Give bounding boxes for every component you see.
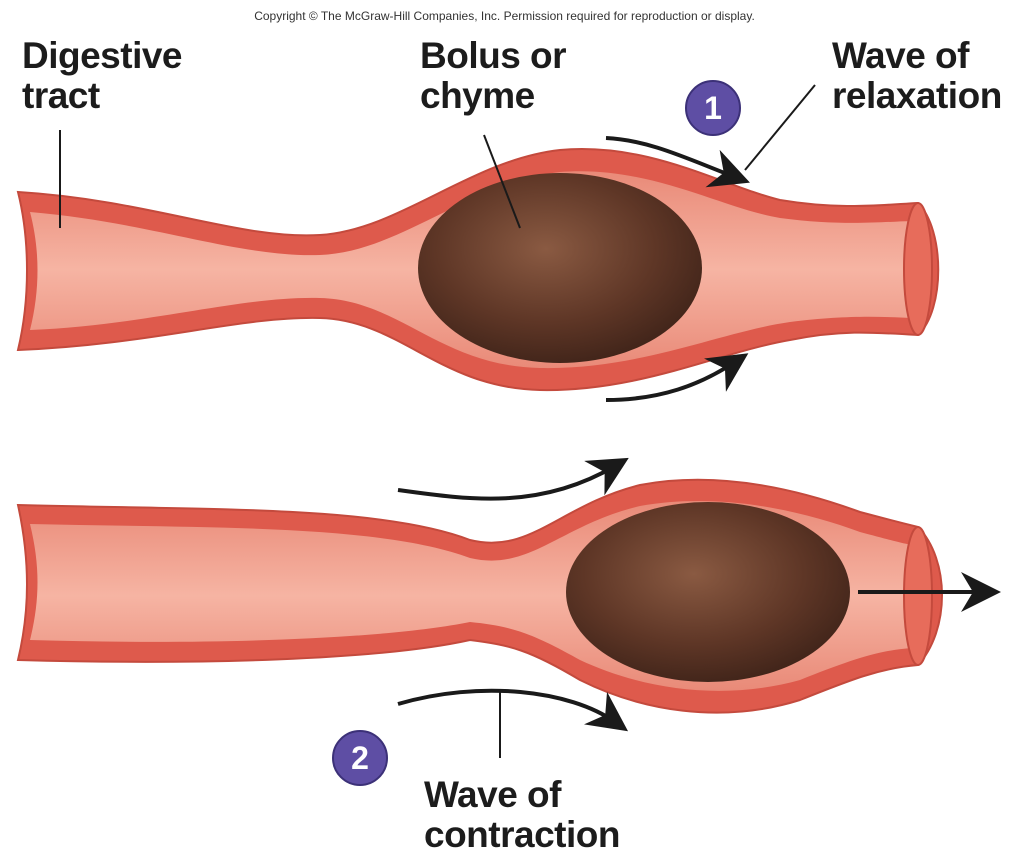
bottom-digestive-tract: [18, 480, 942, 713]
digestive-tract-label-line1: Digestive: [22, 36, 182, 76]
step-2-badge: 2: [332, 730, 388, 786]
contraction-label: Wave of contraction: [424, 775, 620, 855]
bottom-tract-opening: [904, 527, 932, 665]
relaxation-label: Wave of relaxation: [832, 36, 1002, 116]
bolus-label: Bolus or chyme: [420, 36, 566, 116]
digestive-tract-label-line2: tract: [22, 76, 182, 116]
contraction-label-line2: contraction: [424, 815, 620, 855]
contraction-label-line1: Wave of: [424, 775, 620, 815]
relaxation-label-line2: relaxation: [832, 76, 1002, 116]
digestive-tract-label: Digestive tract: [22, 36, 182, 116]
bolus-label-line1: Bolus or: [420, 36, 566, 76]
bolus-label-line2: chyme: [420, 76, 566, 116]
relaxation-leader: [745, 85, 815, 170]
bottom-lower-arrow: [398, 691, 615, 722]
top-digestive-tract: [18, 149, 938, 390]
bottom-bolus: [566, 502, 850, 682]
top-tract-opening: [904, 203, 932, 335]
step-1-badge: 1: [685, 80, 741, 136]
top-bolus: [418, 173, 702, 363]
relaxation-label-line1: Wave of: [832, 36, 1002, 76]
bottom-upper-arrow: [398, 466, 615, 499]
